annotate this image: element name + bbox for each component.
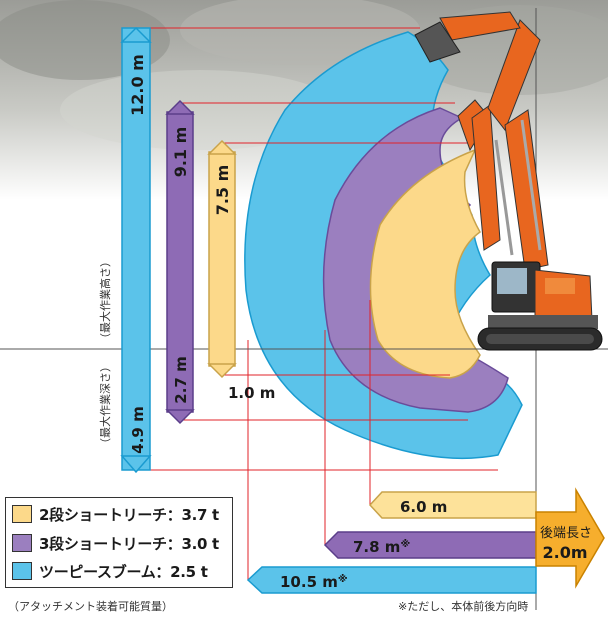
height-label-blue: 12.0 m	[128, 54, 147, 116]
depth-label-purple: 2.7 m	[172, 356, 190, 403]
legend-label: ツーピースブーム：2.5 t	[39, 562, 208, 581]
tail-swing-label: 後端長さ	[540, 526, 592, 541]
reach-arrow-blue	[246, 566, 537, 594]
reach-label-yellow: 6.0 m	[400, 498, 447, 516]
legend-swatch-yellow	[12, 505, 32, 523]
height-bar-yellow-top	[207, 139, 237, 155]
height-bar-yellow-bottom	[207, 363, 237, 379]
legend-item-two-piece: ツーピースブーム：2.5 t	[12, 561, 208, 581]
height-bar-blue-top	[120, 26, 152, 43]
depth-label-blue: 4.9 m	[129, 406, 147, 453]
footnote: ※ただし、本体前後方向時	[398, 600, 529, 613]
height-bar-purple-top	[165, 99, 195, 115]
height-bar-purple-bottom	[165, 409, 195, 425]
legend-item-three-stage: 3段ショートリーチ：3.0 t	[12, 533, 219, 553]
axis-label-depth: （最大作業深さ）	[98, 361, 112, 449]
attachment-note: （アタッチメント装着可能質量）	[8, 600, 173, 613]
tail-swing-value: 2.0m	[542, 543, 587, 562]
tail-swing-arrow	[535, 487, 605, 589]
legend-swatch-purple	[12, 534, 32, 552]
reach-label-blue: 10.5 m※	[280, 573, 348, 591]
excavator-illustration	[414, 11, 603, 351]
legend-swatch-blue	[12, 562, 32, 580]
reach-arrow-yellow	[368, 491, 537, 519]
height-bar-blue-bottom	[120, 455, 152, 474]
range-envelope-two-stage	[369, 148, 481, 379]
depth-label-yellow: 1.0 m	[228, 384, 275, 402]
legend: 2段ショートリーチ：3.7 t 3段ショートリーチ：3.0 t ツーピースブーム…	[5, 497, 233, 588]
legend-item-two-stage: 2段ショートリーチ：3.7 t	[12, 504, 219, 524]
height-bar-yellow-body	[208, 151, 236, 367]
height-label-yellow: 7.5 m	[213, 165, 232, 216]
height-label-purple: 9.1 m	[171, 127, 190, 178]
guide-lines	[136, 27, 498, 580]
reach-label-purple: 7.8 m※	[353, 538, 410, 556]
legend-label: 3段ショートリーチ：3.0 t	[39, 534, 219, 553]
legend-label: 2段ショートリーチ：3.7 t	[39, 505, 219, 524]
axis-label-height: （最大作業高さ）	[98, 256, 112, 344]
